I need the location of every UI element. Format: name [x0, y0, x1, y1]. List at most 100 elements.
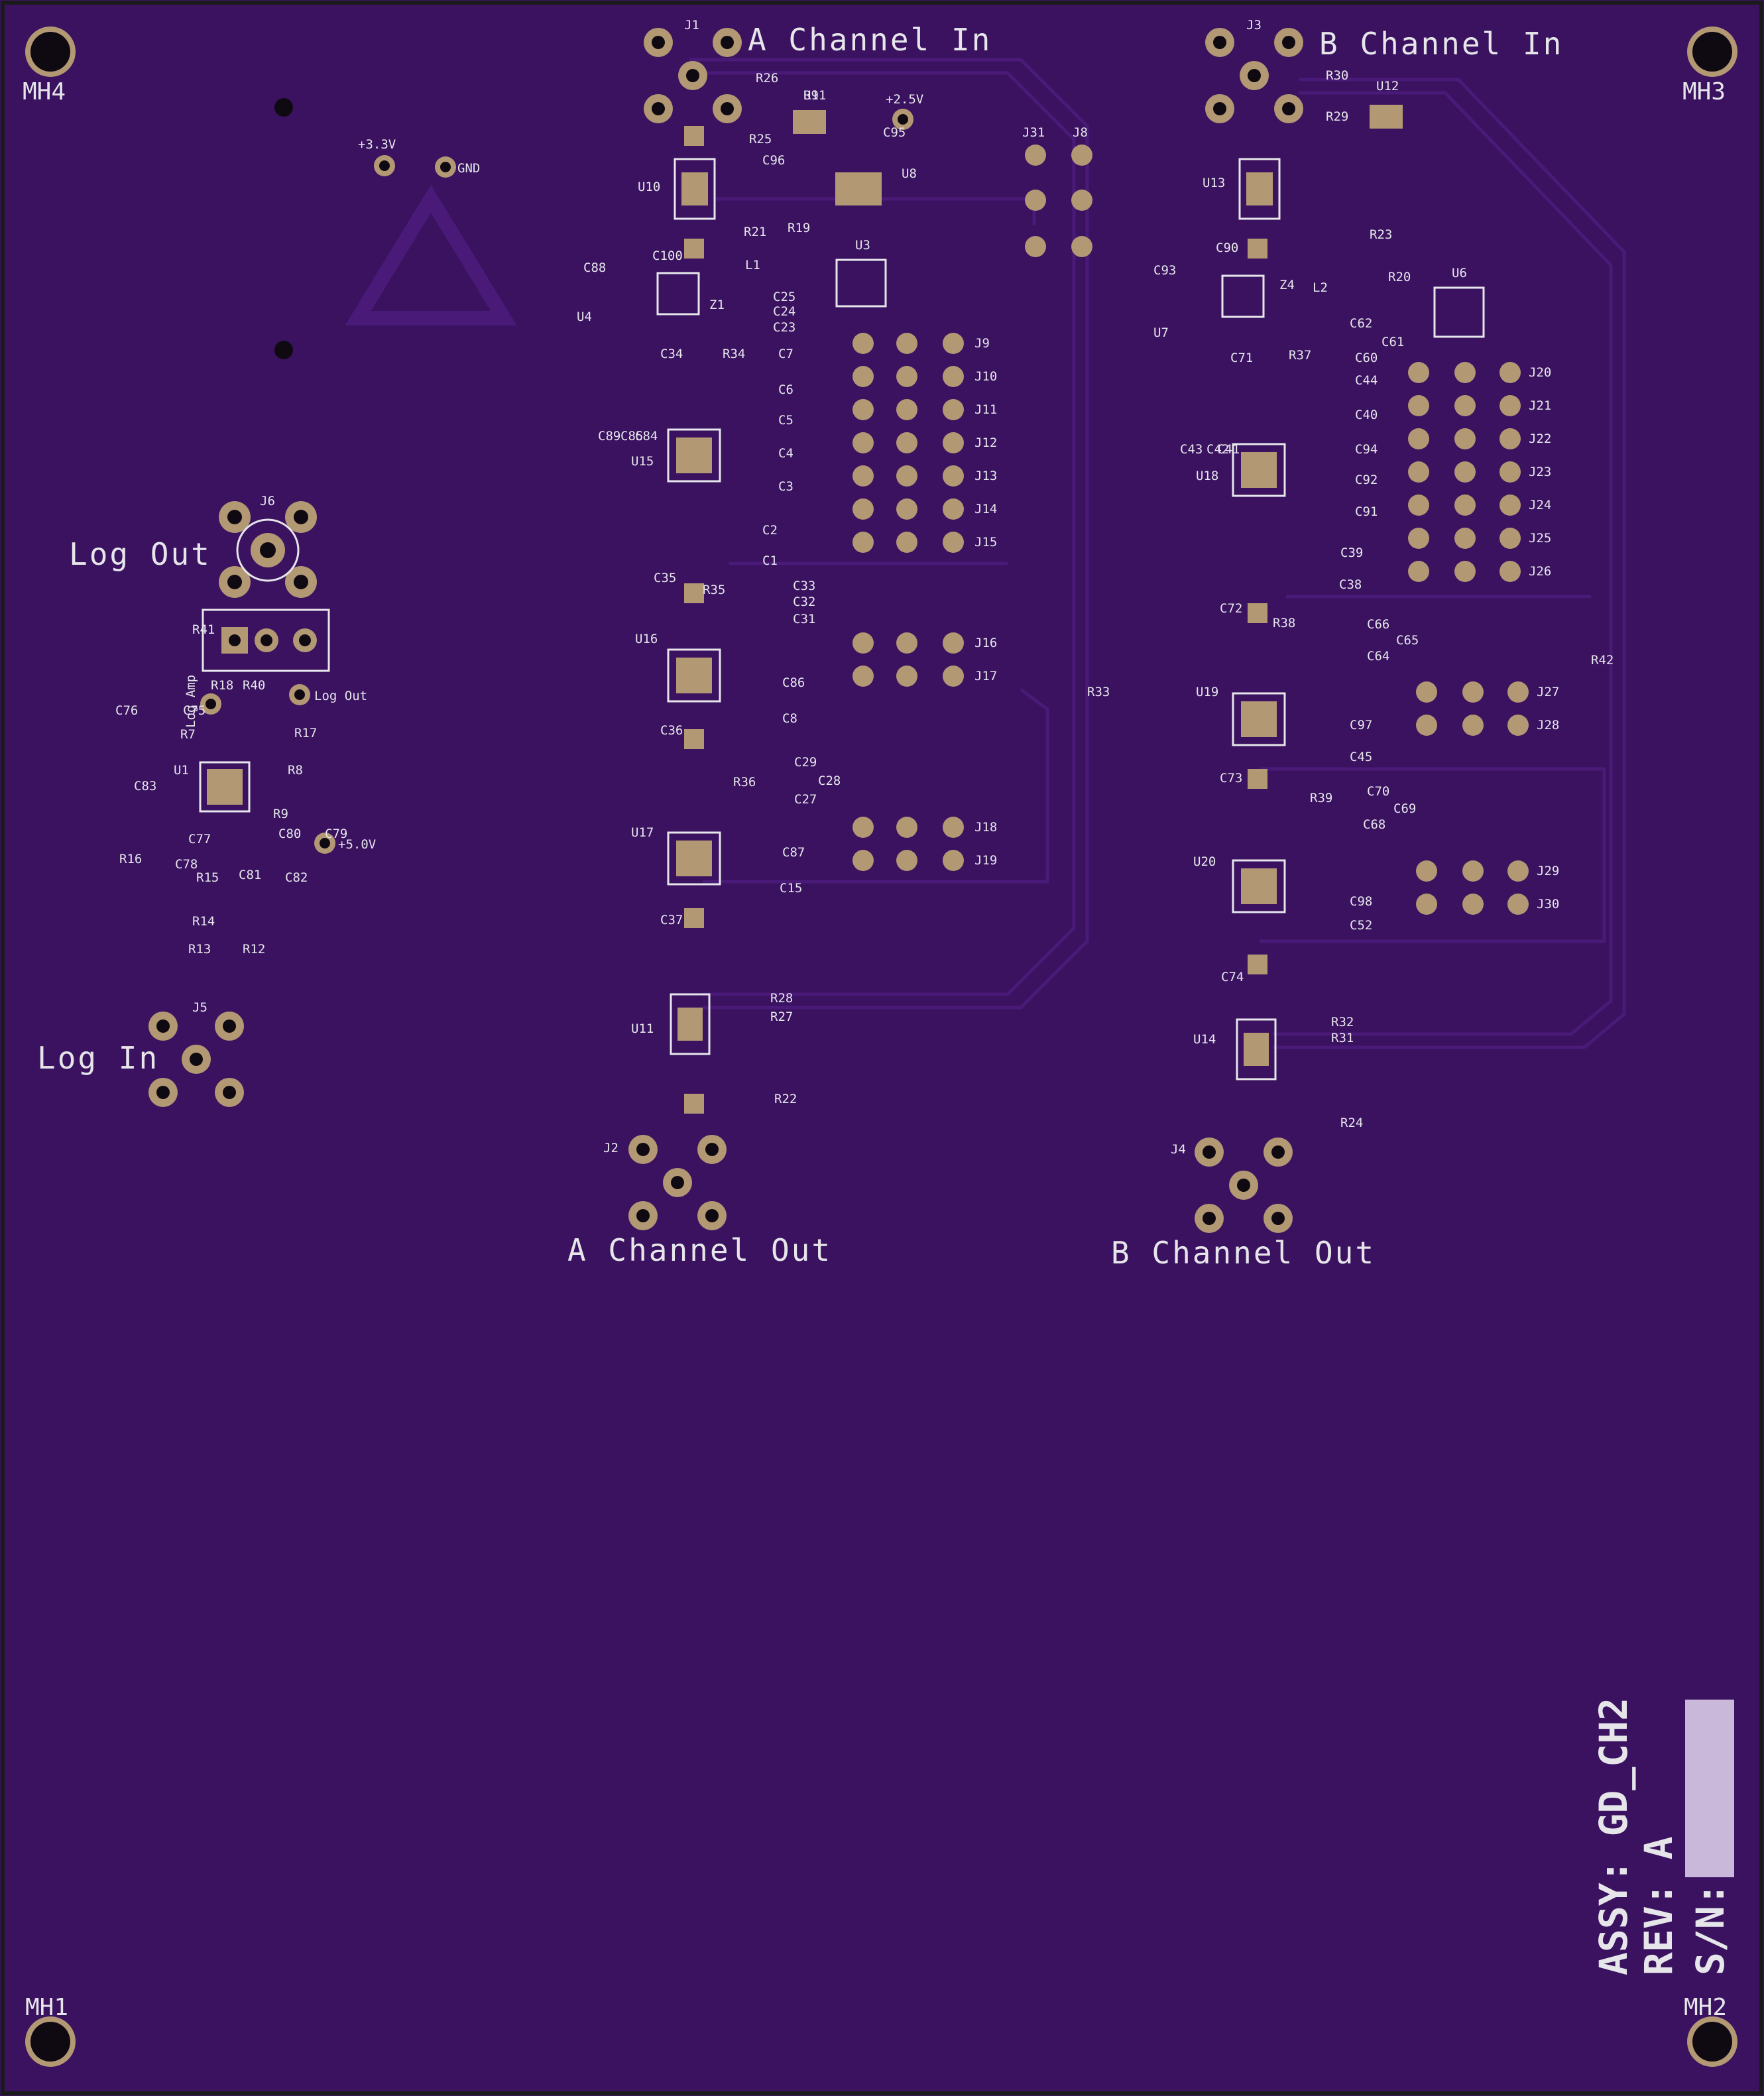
channel-titles: A Channel In B Channel In A Channel Out …	[37, 22, 1561, 1271]
refdes-c70: C70	[1367, 784, 1389, 799]
svg-text:J15: J15	[974, 535, 997, 550]
svg-text:J18: J18	[974, 820, 997, 835]
refdes-c73: C73	[1220, 771, 1242, 786]
svg-text:J6: J6	[260, 494, 275, 508]
refdes-c27: C27	[794, 792, 817, 807]
refdes-r8: R8	[288, 763, 303, 778]
b-channel-out-title: B Channel Out	[1111, 1235, 1376, 1271]
gnd-label: GND	[457, 161, 480, 176]
svg-text:J29: J29	[1537, 864, 1559, 878]
refdes-r11: R11	[803, 88, 826, 103]
refdes-r41: R41	[192, 622, 215, 637]
refdes-c7: C7	[778, 347, 794, 361]
refdes-u12: U12	[1376, 79, 1399, 93]
refdes-c61: C61	[1382, 335, 1404, 349]
refdes-c32: C32	[793, 595, 815, 609]
j1-connector: J1	[644, 18, 742, 123]
log-in-title: Log In	[37, 1040, 159, 1076]
refdes-c35: C35	[654, 571, 676, 585]
refdes-c89: C89	[598, 429, 620, 443]
refdes-c52: C52	[1350, 918, 1372, 933]
refdes-c62: C62	[1350, 316, 1372, 331]
refdes-r17: R17	[294, 726, 317, 740]
log-amp-label: Log Amp	[184, 675, 198, 728]
refdes-r42: R42	[1591, 653, 1614, 668]
refdes-u7: U7	[1153, 325, 1169, 340]
refdes-c69: C69	[1393, 801, 1416, 816]
svg-text:J12: J12	[974, 436, 997, 450]
refdes-c43: C43	[1180, 442, 1203, 457]
j5-connector: J5	[148, 1000, 244, 1107]
svg-text:J8: J8	[1073, 125, 1088, 140]
refdes-c8: C8	[782, 711, 797, 726]
traces	[345, 58, 1626, 1049]
svg-text:J11: J11	[974, 402, 997, 417]
refdes-u3: U3	[855, 238, 870, 253]
refdes-c42: C42	[1206, 442, 1229, 457]
refdes-c36: C36	[660, 723, 683, 738]
b-header-grid: J20 J21 J22 J23 J24 J25 J26 J27 J28 J29 …	[1408, 362, 1559, 915]
refdes-c78: C78	[175, 857, 198, 872]
refdes-r16: R16	[119, 852, 142, 866]
svg-text:U14: U14	[1193, 1032, 1216, 1047]
refdes-c6: C6	[778, 382, 794, 397]
refdes-u1: U1	[174, 763, 189, 778]
sn-label: S/N:	[1688, 1883, 1733, 1975]
refdes-r20: R20	[1388, 270, 1411, 284]
refdes-r26: R26	[756, 71, 778, 86]
refdes-c25: C25	[773, 290, 795, 304]
refdes-c38: C38	[1339, 577, 1362, 592]
rev-label: REV: A	[1636, 1836, 1681, 1975]
refdes-u6: U6	[1452, 266, 1467, 280]
refdes-c94: C94	[1355, 442, 1378, 457]
svg-text:J5: J5	[192, 1000, 207, 1015]
refdes-z4: Z4	[1279, 278, 1295, 292]
refdes-c75: C75	[183, 703, 206, 718]
svg-text:J21: J21	[1529, 398, 1551, 413]
svg-text:J20: J20	[1529, 365, 1551, 380]
refdes-c95: C95	[883, 125, 906, 140]
svg-text:J27: J27	[1537, 685, 1559, 699]
mounting-holes: MH4 MH3 MH1 MH2	[23, 27, 1737, 2067]
refdes-r36: R36	[733, 775, 756, 789]
refdes-c72: C72	[1220, 601, 1242, 616]
refdes-r12: R12	[243, 942, 265, 957]
refdes-c87: C87	[782, 845, 805, 860]
refdes-c29: C29	[794, 755, 817, 770]
refdes-c96: C96	[762, 153, 785, 168]
svg-text:J30: J30	[1537, 897, 1559, 911]
svg-text:J14: J14	[974, 502, 997, 516]
refdes-c92: C92	[1355, 473, 1378, 487]
sma-connectors: J1 J3 J2 J4 J6	[148, 18, 1303, 1233]
svg-text:J24: J24	[1529, 498, 1551, 512]
refdes-u8: U8	[902, 166, 917, 181]
refdes-r22: R22	[774, 1092, 797, 1106]
misc-ics	[656, 105, 1485, 338]
refdes-r9: R9	[273, 807, 288, 821]
refdes-r7: R7	[180, 727, 196, 742]
refdes-c93: C93	[1153, 263, 1176, 278]
refdes-u4: U4	[577, 310, 592, 324]
log-out-small-label: Log Out	[314, 689, 367, 703]
a-channel-out-title: A Channel Out	[567, 1232, 832, 1268]
refdes-c33: C33	[793, 579, 815, 593]
refdes-c86: C86	[782, 675, 805, 690]
refdes-c74: C74	[1221, 970, 1244, 984]
refdes-r39: R39	[1310, 791, 1332, 805]
refdes-c39: C39	[1340, 546, 1363, 560]
refdes-c66: C66	[1367, 617, 1389, 632]
refdes-l1: L1	[745, 258, 760, 272]
svg-text:J17: J17	[974, 669, 997, 683]
refdes-c64: C64	[1367, 649, 1389, 664]
refdes-c68: C68	[1363, 817, 1385, 832]
refdes-c4: C4	[778, 446, 794, 461]
refdes-r31: R31	[1331, 1031, 1354, 1045]
refdes-c41: C41	[1217, 442, 1240, 457]
refdes-r23: R23	[1370, 227, 1392, 242]
refdes-c44: C44	[1355, 373, 1378, 388]
refdes-c71: C71	[1230, 351, 1253, 365]
refdes-l2: L2	[1313, 280, 1328, 295]
